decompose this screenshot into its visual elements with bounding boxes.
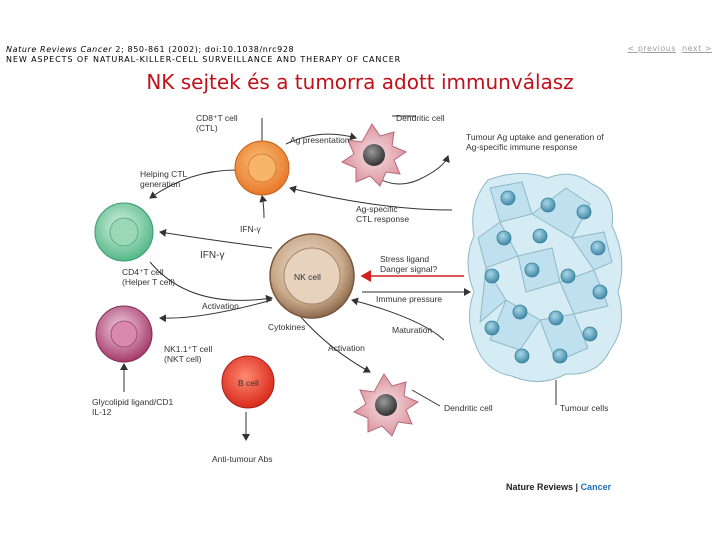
label-nkt-1: NK1.1⁺T cell bbox=[164, 344, 212, 354]
label-dendritic-top: Dendritic cell bbox=[396, 113, 445, 123]
label-immune-pressure: Immune pressure bbox=[376, 294, 442, 304]
label-helping-2: generation bbox=[140, 179, 180, 189]
label-glyco-1: Glycolipid ligand/CD1 bbox=[92, 397, 174, 407]
label-b-cell: B cell bbox=[238, 378, 259, 388]
nkt-cell bbox=[96, 306, 152, 362]
dendritic-cell-bottom bbox=[354, 374, 418, 436]
ifn-large-arrow bbox=[160, 232, 272, 248]
dendritic-cell-top bbox=[342, 124, 406, 186]
brand-separator: | bbox=[573, 482, 581, 492]
label-glyco-2: IL-12 bbox=[92, 407, 112, 417]
brand-logo: Nature Reviews | Cancer bbox=[506, 482, 612, 492]
label-activation-bottom: Activation bbox=[328, 343, 365, 353]
label-stress-2: Danger signal? bbox=[380, 264, 437, 274]
tumour-cell-cluster bbox=[468, 173, 622, 381]
label-nkt-2: (NKT cell) bbox=[164, 354, 202, 364]
label-ag-specific-2: CTL response bbox=[356, 214, 409, 224]
label-stress-1: Stress ligand bbox=[380, 254, 429, 264]
label-cd4-1: CD4⁺T cell bbox=[122, 267, 164, 277]
label-dendritic-bottom: Dendritic cell bbox=[444, 403, 493, 413]
label-activation-left: Activation bbox=[202, 301, 239, 311]
label-nk-cell: NK cell bbox=[294, 272, 321, 282]
brand-cancer: Cancer bbox=[581, 482, 612, 492]
label-cd8-2: (CTL) bbox=[196, 123, 218, 133]
label-helping-1: Helping CTL bbox=[140, 169, 188, 179]
label-ifn-small: IFN-γ bbox=[240, 224, 262, 234]
label-tumour-cells: Tumour cells bbox=[560, 403, 608, 413]
label-ag-specific-1: Ag-specific bbox=[356, 204, 398, 214]
label-ag-presentation: Ag presentation bbox=[290, 135, 350, 145]
label-maturation: Maturation bbox=[392, 325, 432, 335]
label-anti-tumour: Anti-tumour Abs bbox=[212, 454, 272, 464]
label-cd4-2: (Helper T cell) bbox=[122, 277, 175, 287]
cd8-t-cell bbox=[235, 141, 289, 195]
brand-nature-reviews: Nature Reviews bbox=[506, 482, 573, 492]
ifn-small-arrow bbox=[262, 196, 264, 218]
label-tumour-ag-1: Tumour Ag uptake and generation of bbox=[466, 132, 604, 142]
label-ifn-large: IFN-γ bbox=[200, 250, 224, 261]
label-cd8-1: CD8⁺T cell bbox=[196, 113, 238, 123]
cd4-t-cell bbox=[95, 203, 153, 261]
label-cytokines: Cytokines bbox=[268, 322, 305, 332]
label-tumour-ag-2: Ag-specific immune response bbox=[466, 142, 578, 152]
